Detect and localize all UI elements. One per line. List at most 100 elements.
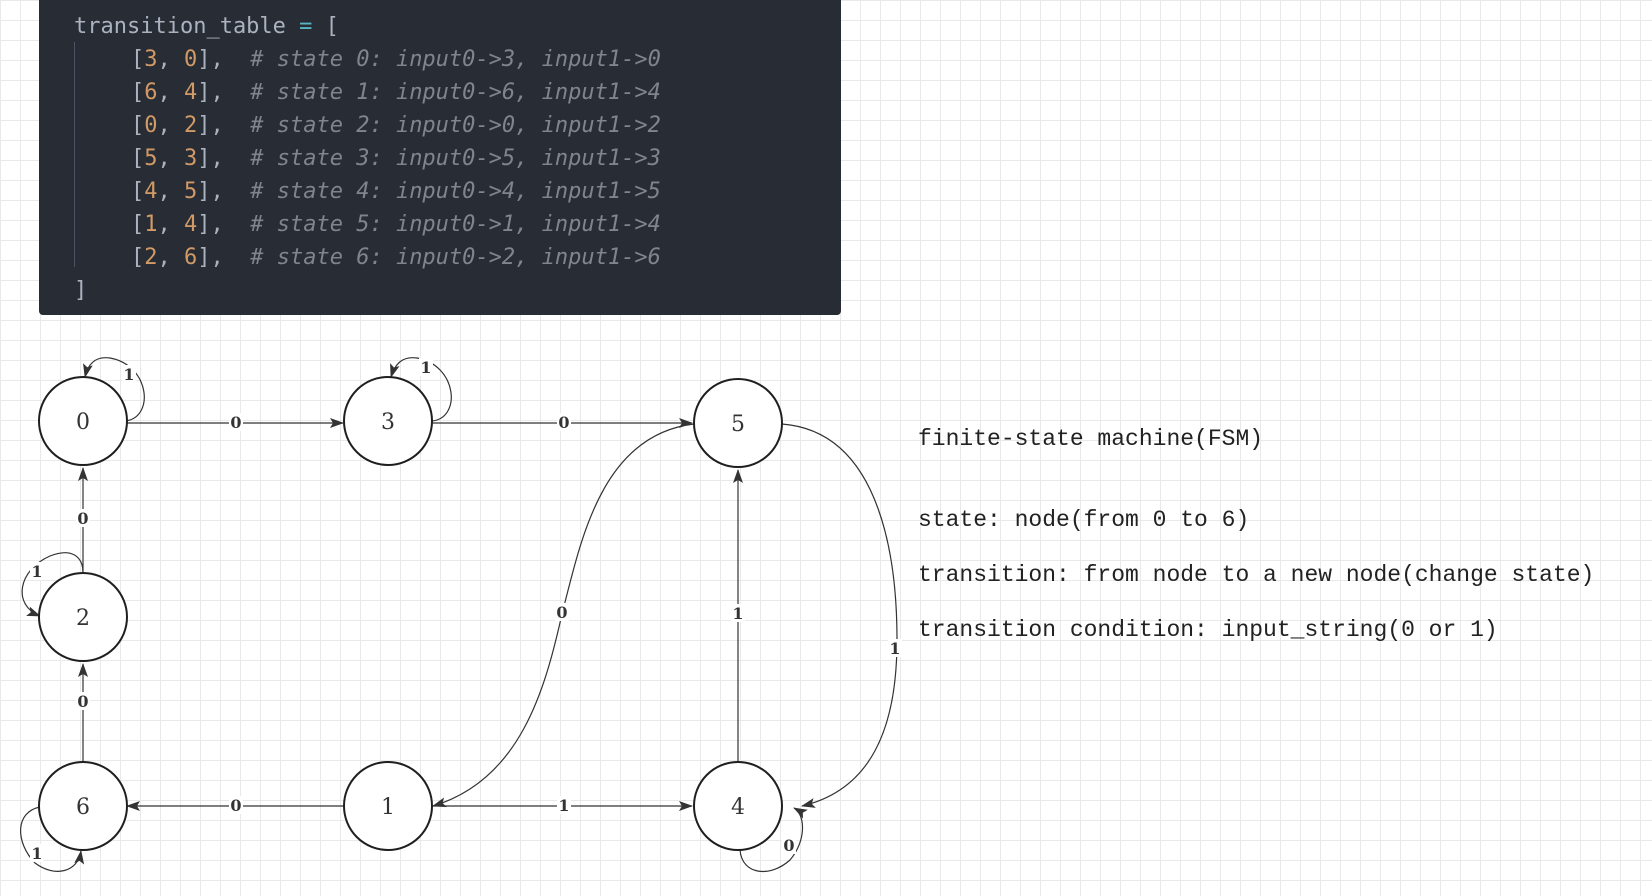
code-row-comment: # state 2: input0->0, input1->2	[250, 113, 661, 138]
code-row: [4, 5], # state 4: input0->4, input1->5	[131, 176, 661, 208]
edge-2-0: 0	[76, 467, 90, 574]
edge-0-3: 0	[127, 413, 344, 432]
edge-6-2: 0	[76, 663, 90, 763]
code-row-input1-target: 3	[184, 146, 198, 171]
code-header-line: transition_table = [	[74, 11, 339, 43]
code-close-bracket: ]	[74, 278, 88, 303]
state-node-6: 6	[38, 761, 128, 851]
code-row-close: ],	[197, 113, 224, 138]
code-row-input1-target: 4	[184, 80, 198, 105]
code-row: [6, 4], # state 1: input0->6, input1->4	[131, 77, 661, 109]
node-label: 2	[76, 606, 90, 631]
code-row: [3, 0], # state 0: input0->3, input1->0	[131, 44, 661, 76]
node-label: 1	[381, 795, 395, 820]
code-row-input1-target: 2	[184, 113, 198, 138]
code-row: [0, 2], # state 2: input0->0, input1->2	[131, 110, 661, 142]
code-row-open: [	[131, 245, 145, 270]
code-row-open: [	[131, 212, 145, 237]
state-node-0: 0	[38, 376, 128, 466]
code-row-separator: ,	[157, 245, 184, 270]
code-row: [2, 6], # state 6: input0->2, input1->6	[131, 242, 661, 274]
code-variable-name: transition_table	[74, 14, 286, 39]
loop-4: 0	[739, 807, 808, 873]
code-row-comment: # state 3: input0->5, input1->3	[250, 146, 661, 171]
code-row-close: ],	[197, 245, 224, 270]
code-row-input1-target: 5	[184, 179, 198, 204]
loop-0: 1	[83, 357, 145, 422]
loop-2: 1	[21, 552, 84, 617]
code-row-input0-target: 5	[144, 146, 158, 171]
transition-definition: transition: from node to a new node(chan…	[918, 562, 1595, 588]
loop-3: 1	[390, 357, 452, 422]
edge-label: 0	[783, 836, 794, 855]
code-row-separator: ,	[157, 47, 184, 72]
code-row-open: [	[131, 179, 145, 204]
edge-1-4: 1	[432, 796, 693, 815]
edge-label: 1	[558, 796, 569, 815]
code-row-comment: # state 1: input0->6, input1->4	[250, 80, 661, 105]
edge-5-1: 0	[432, 423, 695, 808]
edge-label: 1	[123, 365, 134, 384]
code-row-open: [	[131, 80, 145, 105]
state-node-3: 3	[343, 376, 433, 466]
edge-label: 0	[77, 509, 88, 528]
code-row-separator: ,	[157, 212, 184, 237]
edge-label: 1	[732, 604, 743, 623]
code-panel: transition_table = [ [3, 0], # state 0: …	[39, 0, 841, 315]
state-node-1: 1	[343, 761, 433, 851]
code-row-input0-target: 6	[144, 80, 158, 105]
code-row-open: [	[131, 47, 145, 72]
edge-label: 0	[230, 413, 241, 432]
code-row-close: ],	[197, 179, 224, 204]
node-label: 0	[76, 410, 90, 435]
edge-3-5: 0	[432, 413, 693, 432]
transition-condition-definition: transition condition: input_string(0 or …	[918, 617, 1498, 643]
code-row-input0-target: 0	[144, 113, 158, 138]
state-definition: state: node(from 0 to 6)	[918, 507, 1250, 533]
node-label: 3	[381, 410, 395, 435]
indent-guide	[74, 42, 75, 267]
code-row-input0-target: 4	[144, 179, 158, 204]
code-row-close: ],	[197, 212, 224, 237]
loop-6: 1	[20, 806, 85, 872]
node-label: 4	[731, 795, 745, 820]
code-row-separator: ,	[157, 179, 184, 204]
code-row-close: ],	[197, 80, 224, 105]
edge-5-4: 1	[781, 423, 902, 808]
code-row: [1, 4], # state 5: input0->1, input1->4	[131, 209, 661, 241]
code-row-separator: ,	[157, 80, 184, 105]
code-row-comment: # state 0: input0->3, input1->0	[250, 47, 661, 72]
state-node-4: 4	[693, 761, 783, 851]
code-row-open: [	[131, 113, 145, 138]
state-node-5: 5	[693, 378, 783, 468]
code-row-input0-target: 2	[144, 245, 158, 270]
edge-label: 1	[420, 358, 431, 377]
edge-1-6: 0	[126, 796, 343, 815]
code-footer-line: ]	[74, 275, 87, 307]
code-assign-operator: =	[299, 14, 313, 39]
code-row-input0-target: 3	[144, 47, 158, 72]
code-row-input0-target: 1	[144, 212, 158, 237]
code-row-input1-target: 6	[184, 245, 198, 270]
state-node-2: 2	[38, 572, 128, 662]
edge-label: 1	[31, 562, 42, 581]
node-label: 5	[731, 412, 745, 437]
edge-label: 0	[230, 796, 241, 815]
edge-label: 0	[556, 603, 567, 622]
code-row: [5, 3], # state 3: input0->5, input1->3	[131, 143, 661, 175]
code-row-comment: # state 4: input0->4, input1->5	[250, 179, 661, 204]
code-row-separator: ,	[157, 146, 184, 171]
edge-label: 0	[558, 413, 569, 432]
code-row-separator: ,	[157, 113, 184, 138]
code-open-bracket: [	[325, 14, 339, 39]
edge-4-5: 1	[731, 469, 745, 763]
fsm-title: finite-state machine(FSM)	[918, 426, 1264, 452]
edge-label: 1	[889, 639, 900, 658]
code-row-comment: # state 6: input0->2, input1->6	[250, 245, 661, 270]
edge-label: 1	[31, 844, 42, 863]
code-row-open: [	[131, 146, 145, 171]
code-row-close: ],	[197, 146, 224, 171]
node-label: 6	[76, 795, 90, 820]
edge-label: 0	[77, 692, 88, 711]
